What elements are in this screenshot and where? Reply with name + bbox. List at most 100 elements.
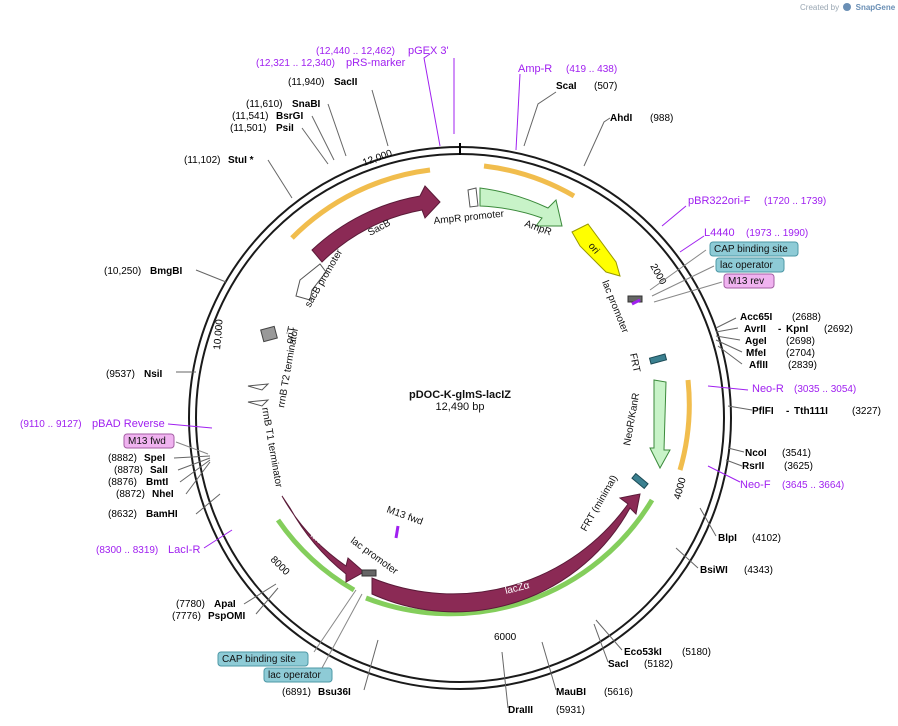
site-name: Eco53kI bbox=[624, 647, 662, 658]
snapgene-logo-icon bbox=[843, 3, 852, 11]
site-name: PspOMI bbox=[208, 611, 245, 622]
site-pos: (11,501) bbox=[230, 123, 267, 134]
brand-name: SnapGene bbox=[855, 3, 896, 12]
lacI-arrow bbox=[281, 495, 365, 583]
site-line-BmgBI bbox=[195, 269, 227, 283]
site-line-PspOMI bbox=[255, 587, 279, 615]
site-name: BsiWI bbox=[700, 565, 728, 576]
primer-range: (419 .. 438) bbox=[566, 64, 617, 75]
ruler-label: 8000 bbox=[268, 554, 292, 578]
feature-label: NeoR/KanR bbox=[622, 392, 642, 446]
site-label: (10,250)BmgBI bbox=[104, 266, 182, 277]
label-box-lacop-bottom: lac operator bbox=[263, 667, 333, 683]
site-label: SacI(5182) bbox=[608, 659, 673, 670]
site-line-DraIII bbox=[501, 651, 509, 709]
site-pos: (4343) bbox=[744, 565, 773, 576]
site-line-ScaI bbox=[523, 91, 557, 147]
site-name: AgeI bbox=[745, 336, 767, 347]
label-box-text: CAP binding site bbox=[714, 244, 788, 255]
site-line-BamHI bbox=[195, 493, 221, 515]
site-label: ScaI(507) bbox=[556, 81, 617, 92]
feature-label: M13 fwd bbox=[385, 504, 424, 527]
site-line-SpeI bbox=[173, 455, 211, 459]
site-pos: (8872) bbox=[116, 489, 145, 500]
primer-label: Neo-F(3645 .. 3664) bbox=[740, 479, 844, 491]
site-name: SacII bbox=[334, 77, 358, 88]
primer-lines bbox=[167, 53, 749, 549]
label-box-lacop-top: lac operator bbox=[715, 257, 785, 273]
site-name: SacI bbox=[608, 659, 629, 670]
site-pos: (9537) bbox=[106, 369, 135, 380]
feature-label: lac promoter bbox=[599, 279, 630, 335]
primer-range: (12,321 .. 12,340) bbox=[256, 58, 335, 69]
primer-name: pBAD Reverse bbox=[92, 418, 165, 430]
site-name: BmtI bbox=[146, 477, 168, 488]
site-label: AhdI(988) bbox=[610, 113, 673, 124]
box-connectors bbox=[175, 249, 723, 669]
site-pos: (2839) bbox=[788, 360, 817, 371]
site-pos: (11,940) bbox=[288, 77, 325, 88]
site-name: Acc65I bbox=[740, 312, 772, 323]
ruler-label: 2000 bbox=[647, 262, 668, 287]
site-pos: (11,102) bbox=[184, 155, 221, 166]
oriT-box bbox=[260, 325, 278, 343]
site-pos: (8882) bbox=[108, 453, 137, 464]
site-pos: (3227) bbox=[852, 406, 881, 417]
site-label: (7776)PspOMI bbox=[172, 611, 245, 622]
site-label: AgeI(2698) bbox=[745, 336, 815, 347]
label-box-text: lac operator bbox=[720, 260, 773, 271]
primer-range: (9110 .. 9127) bbox=[20, 419, 82, 430]
primer-name: L4440 bbox=[704, 227, 735, 239]
site-name: Tth111I bbox=[794, 406, 828, 417]
connector bbox=[649, 249, 707, 291]
site-line-MfeI bbox=[715, 339, 743, 353]
primer-line-NeoF bbox=[707, 465, 741, 483]
primer-line-NeoR bbox=[707, 385, 749, 391]
site-pos: (8878) bbox=[114, 465, 143, 476]
primer-label: (9110 .. 9127) pBAD Reverse bbox=[20, 418, 165, 430]
site-label: (11,940) SacII bbox=[288, 77, 358, 88]
ruler-label: 4000 bbox=[672, 476, 688, 501]
site-name: RsrII bbox=[742, 461, 764, 472]
primer-range: (3645 .. 3664) bbox=[782, 480, 844, 491]
frt-minimal-marker bbox=[631, 472, 649, 490]
orange-glow-arc bbox=[483, 163, 576, 199]
ori-arrow bbox=[571, 223, 621, 277]
site-label: (8878)SalI bbox=[114, 465, 168, 476]
label-boxes: CAP binding site lac operator M13 rev M1… bbox=[123, 241, 799, 683]
primer-label: (12,440 .. 12,462)pGEX 3' bbox=[316, 45, 449, 57]
site-line-NheI bbox=[185, 461, 211, 495]
site-name: StuI * bbox=[228, 155, 254, 166]
site-label: (11,501)PsiI bbox=[230, 123, 294, 134]
connector bbox=[651, 265, 715, 297]
site-pos: (8632) bbox=[108, 509, 137, 520]
site-line-AvrII bbox=[715, 327, 739, 333]
site-label: Eco53kI(5180) bbox=[624, 647, 711, 658]
site-name: KpnI bbox=[786, 324, 808, 335]
site-line-AflII bbox=[717, 345, 743, 365]
connector bbox=[321, 593, 363, 669]
plasmid-size: 12,490 bp bbox=[436, 401, 485, 413]
primer-label: (8300 .. 8319)LacI-R bbox=[96, 544, 200, 556]
site-pos: (11,541) bbox=[232, 111, 269, 122]
site-line-NcoI bbox=[727, 447, 745, 453]
site-label: (8876)BmtI bbox=[108, 477, 168, 488]
site-label: (8872)NheI bbox=[116, 489, 174, 500]
m13-fwd-primer-mark bbox=[394, 525, 400, 539]
neoR-arrow bbox=[649, 379, 671, 470]
ampR-promoter-arrow bbox=[467, 187, 479, 208]
site-sep: - bbox=[786, 406, 789, 417]
site-line-BlpI bbox=[699, 507, 717, 537]
site-line-AgeI bbox=[715, 335, 741, 341]
site-line-Bsu36I bbox=[363, 639, 379, 691]
primer-label: (12,321 .. 12,340)pRS-marker bbox=[256, 57, 406, 69]
site-name: SpeI bbox=[144, 453, 165, 464]
primer-name: Neo-R bbox=[752, 383, 784, 395]
lac-promoter-bottom-marker bbox=[361, 569, 377, 577]
sacB-promoter-arrow bbox=[295, 263, 327, 301]
connector bbox=[313, 589, 357, 653]
ruler-label: 12,000 bbox=[361, 148, 394, 169]
primer-labels: (12,440 .. 12,462)pGEX 3' (12,321 .. 12,… bbox=[20, 45, 856, 556]
orange-glow-arc bbox=[290, 167, 431, 240]
feature-label: AmpR promoter bbox=[433, 209, 505, 227]
